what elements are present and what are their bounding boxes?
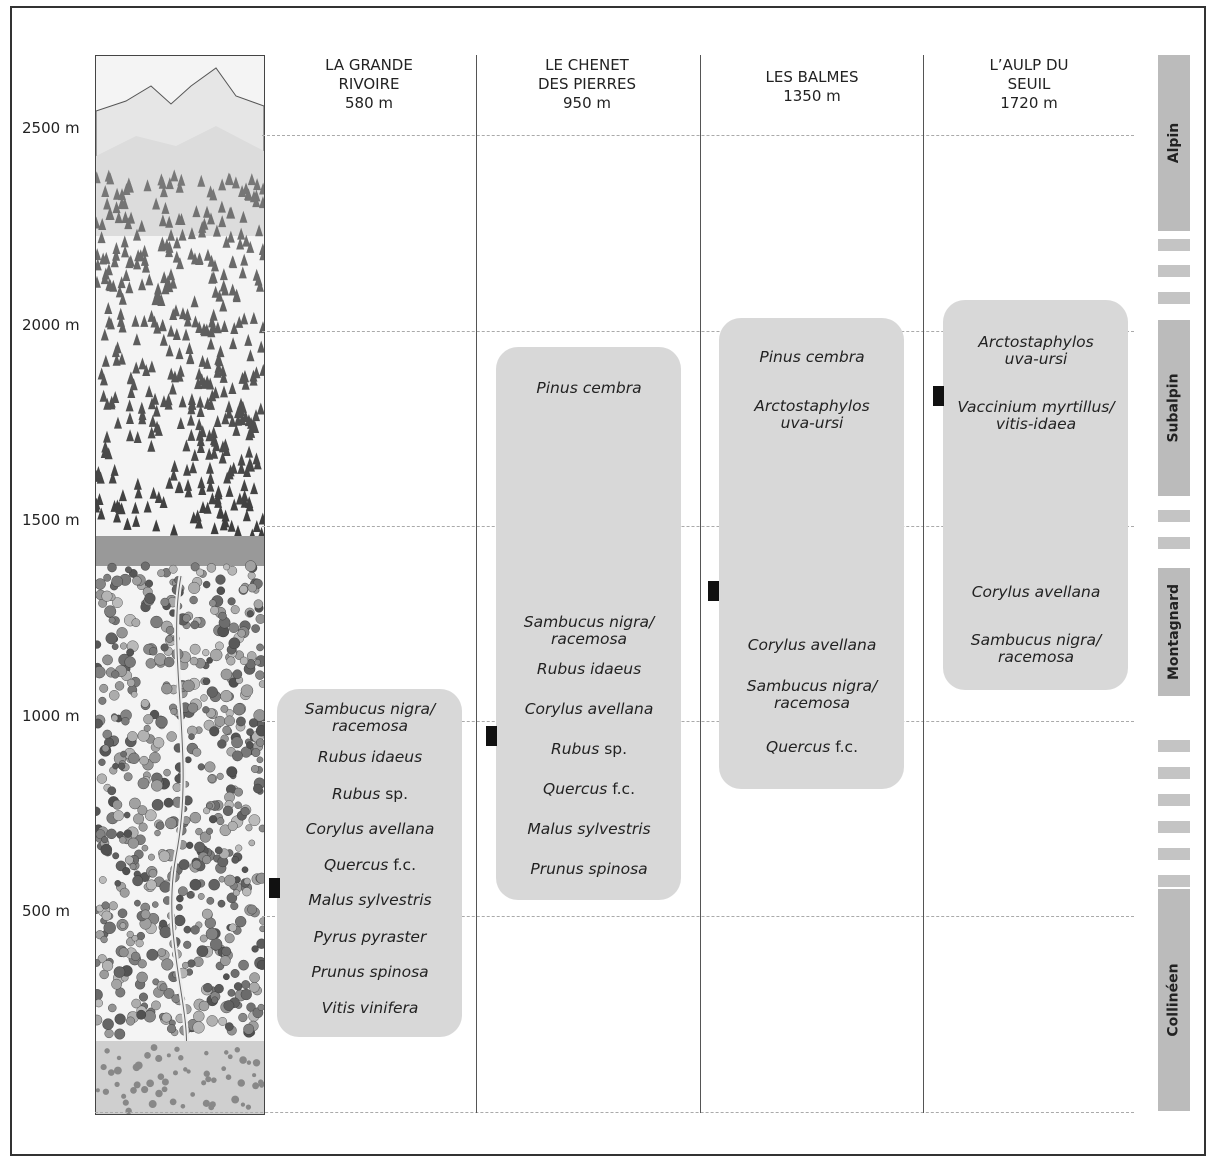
zone-transition	[1158, 510, 1190, 522]
altitude-line-1000	[262, 721, 1134, 722]
altitude-line-500	[262, 916, 1134, 917]
zone-transition	[1158, 821, 1190, 833]
species-entry: Vitis vinifera	[321, 999, 419, 1017]
column-separator	[923, 55, 924, 1113]
species-entry: Pinus cembra	[536, 379, 642, 397]
species-entry: Corylus avellana	[971, 583, 1101, 601]
zone-bar-subalpin	[1158, 320, 1190, 496]
site-marker	[933, 386, 944, 406]
site-name-line: LA GRANDE	[325, 56, 413, 74]
altitude-label-1500: 1500 m	[22, 511, 80, 529]
zone-transition	[1158, 767, 1190, 779]
species-entry: Corylus avellana	[747, 636, 877, 654]
mountain-vegetation-illustration	[95, 55, 265, 1115]
zone-transition	[1158, 265, 1190, 277]
species-entry: Quercus f.c.	[766, 738, 858, 756]
species-entry: Malus sylvestris	[527, 820, 651, 838]
site-header-le-chenet: LE CHENET DES PIERRES 950 m	[487, 56, 687, 113]
zone-label-subalpin: Subalpin	[1166, 373, 1183, 443]
zone-label-alpin: Alpin	[1166, 122, 1183, 164]
site-header-les-balmes: LES BALMES 1350 m	[712, 68, 912, 106]
site-marker	[269, 878, 280, 898]
species-entry: Vaccinium myrtillus/vitis-idaea	[957, 398, 1115, 433]
site-header-la-grande-rivoire: LA GRANDE RIVOIRE 580 m	[269, 56, 469, 113]
site-altitude: 1720 m	[1000, 94, 1058, 112]
zone-transition	[1158, 794, 1190, 806]
site-name-line: RIVOIRE	[338, 75, 400, 93]
site-name-line: LE CHENET	[545, 56, 629, 74]
species-entry: Sambucus nigra/racemosa	[970, 631, 1102, 666]
altitude-label-1000: 1000 m	[22, 707, 80, 725]
zone-bar-collineen	[1158, 889, 1190, 1111]
site-marker	[708, 581, 719, 601]
species-range-box	[719, 318, 904, 789]
species-entry: Quercus f.c.	[543, 780, 635, 798]
species-entry: Quercus f.c.	[324, 856, 416, 874]
species-entry: Pyrus pyraster	[313, 928, 427, 946]
zone-transition	[1158, 875, 1190, 887]
zone-transition	[1158, 292, 1190, 304]
site-name-line: LES BALMES	[765, 68, 859, 86]
species-entry: Malus sylvestris	[308, 891, 432, 909]
species-entry: Sambucus nigra/racemosa	[746, 677, 878, 712]
species-range-box	[277, 689, 462, 1037]
site-name-line: SEUIL	[1007, 75, 1051, 93]
species-entry: Corylus avellana	[524, 700, 654, 718]
species-entry: Prunus spinosa	[311, 963, 429, 981]
site-altitude: 580 m	[344, 94, 393, 112]
altitude-line-2000	[262, 331, 1134, 332]
baseline	[95, 1112, 1134, 1113]
site-name-line: L’AULP DU	[989, 56, 1069, 74]
species-entry: Prunus spinosa	[530, 860, 648, 878]
species-entry: Rubus idaeus	[317, 748, 423, 766]
altitude-line-1500	[262, 526, 1134, 527]
species-entry: Rubus sp.	[331, 785, 409, 803]
site-header-laulp-du-seuil: L’AULP DU SEUIL 1720 m	[929, 56, 1129, 113]
species-entry: Rubus sp.	[550, 740, 628, 758]
species-entry: Rubus idaeus	[536, 660, 642, 678]
zone-bar-montagnard	[1158, 568, 1190, 696]
zone-transition	[1158, 537, 1190, 549]
altitude-label-2000: 2000 m	[22, 316, 80, 334]
species-entry: Sambucus nigra/racemosa	[523, 613, 655, 648]
species-entry: Sambucus nigra/racemosa	[304, 700, 436, 735]
site-altitude: 1350 m	[783, 87, 841, 105]
site-name-line: DES PIERRES	[537, 75, 637, 93]
zone-transition	[1158, 740, 1190, 752]
species-range-box	[496, 347, 681, 900]
site-altitude: 950 m	[562, 94, 611, 112]
zone-transition	[1158, 239, 1190, 251]
zone-label-collineen: Collinéen	[1166, 963, 1182, 1037]
zone-bar-alpin	[1158, 55, 1190, 231]
altitude-label-500: 500 m	[22, 902, 71, 920]
altitude-line-2500	[262, 135, 1134, 136]
site-marker	[486, 726, 497, 746]
zone-label-montagnard: Montagnard	[1166, 583, 1182, 681]
column-separator	[700, 55, 701, 1113]
species-entry: Pinus cembra	[759, 348, 865, 366]
altitude-label-2500: 2500 m	[22, 119, 80, 137]
species-range-box	[943, 300, 1128, 690]
zone-transition	[1158, 848, 1190, 860]
species-entry: Corylus avellana	[305, 820, 435, 838]
column-separator	[476, 55, 477, 1113]
